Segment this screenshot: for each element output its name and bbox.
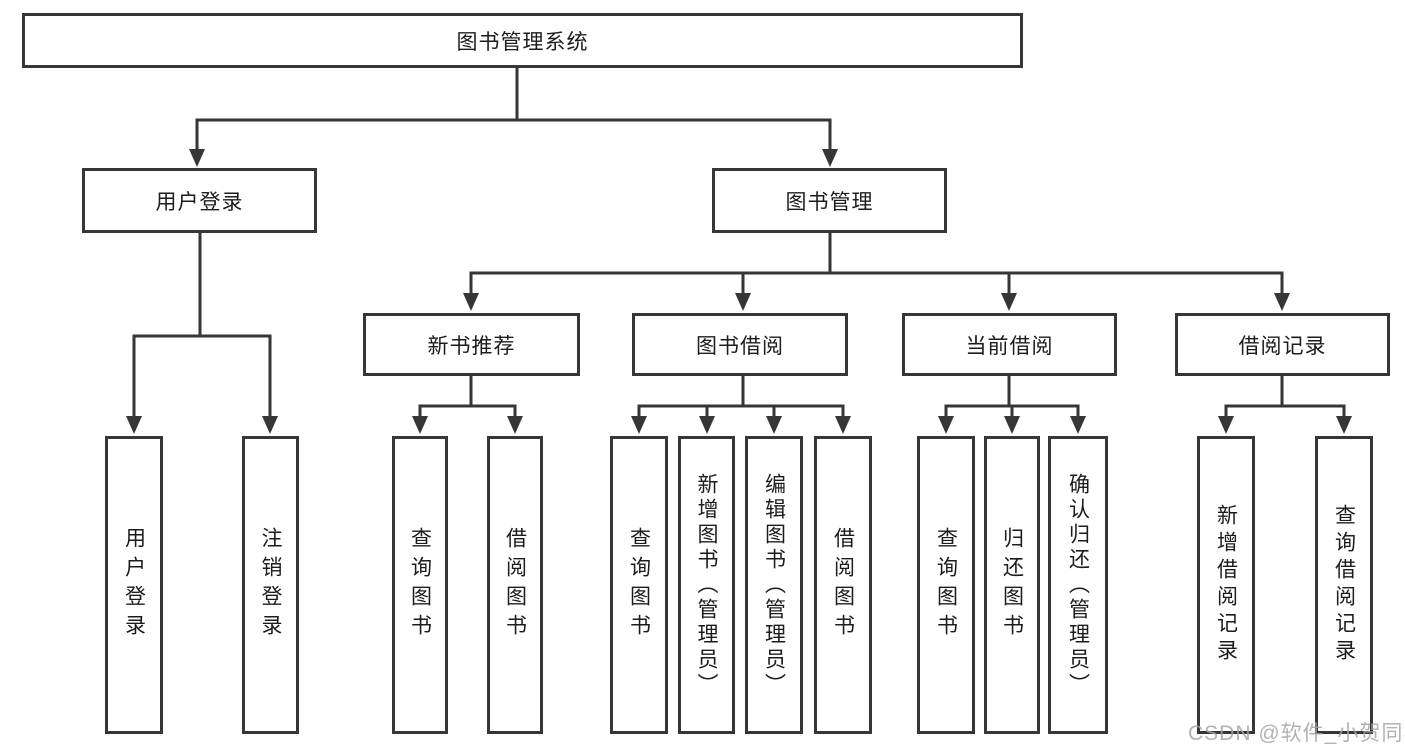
leaf-query-books-3-label: 查询图书 [934, 527, 958, 643]
leaf-add-borrow-record: 新增借阅记录 [1197, 436, 1255, 734]
leaf-edit-book-admin-label: 编辑图书（管理员） [762, 472, 786, 698]
leaf-user-login-label: 用户登录 [122, 527, 146, 643]
leaf-user-login: 用户登录 [105, 436, 163, 734]
leaf-return-book: 归还图书 [984, 436, 1040, 734]
leaf-edit-book-admin: 编辑图书（管理员） [745, 436, 803, 734]
leaf-logout: 注销登录 [242, 436, 299, 734]
node-new-book-recommend: 新书推荐 [363, 313, 580, 376]
leaf-borrow-books-2-label: 借阅图书 [831, 527, 855, 643]
node-book-borrow: 图书借阅 [632, 313, 848, 376]
leaf-borrow-books-1: 借阅图书 [487, 436, 543, 734]
node-book-borrow-label: 图书借阅 [696, 334, 784, 358]
leaf-query-books-2-label: 查询图书 [627, 527, 651, 643]
leaf-logout-label: 注销登录 [259, 527, 282, 643]
leaf-query-borrow-record-label: 查询借阅记录 [1332, 504, 1356, 666]
node-book-management: 图书管理 [712, 168, 947, 233]
leaf-confirm-return-admin: 确认归还（管理员） [1048, 436, 1108, 734]
node-book-management-label: 图书管理 [785, 190, 874, 214]
leaf-add-borrow-record-label: 新增借阅记录 [1214, 504, 1238, 666]
node-current-borrow: 当前借阅 [902, 313, 1117, 376]
leaf-add-book-admin: 新增图书（管理员） [678, 436, 735, 734]
leaf-query-books-1: 查询图书 [392, 436, 448, 734]
leaf-borrow-books-1-label: 借阅图书 [503, 527, 527, 643]
leaf-query-books-1-label: 查询图书 [408, 527, 432, 643]
root-node: 图书管理系统 [22, 13, 1023, 68]
root-node-label: 图书管理系统 [456, 30, 589, 54]
leaf-add-book-admin-label: 新增图书（管理员） [695, 472, 718, 698]
leaf-query-books-3: 查询图书 [917, 436, 975, 734]
node-user-login-label: 用户登录 [155, 190, 244, 214]
leaf-return-book-label: 归还图书 [1000, 527, 1024, 643]
node-new-book-recommend-label: 新书推荐 [427, 334, 516, 358]
node-user-login: 用户登录 [82, 168, 317, 233]
node-borrow-records: 借阅记录 [1175, 313, 1390, 376]
leaf-query-borrow-record: 查询借阅记录 [1315, 436, 1373, 734]
node-current-borrow-label: 当前借阅 [965, 334, 1054, 358]
node-borrow-records-label: 借阅记录 [1238, 334, 1327, 358]
leaf-confirm-return-admin-label: 确认归还（管理员） [1066, 472, 1090, 698]
leaf-query-books-2: 查询图书 [610, 436, 668, 734]
leaf-borrow-books-2: 借阅图书 [814, 436, 872, 734]
